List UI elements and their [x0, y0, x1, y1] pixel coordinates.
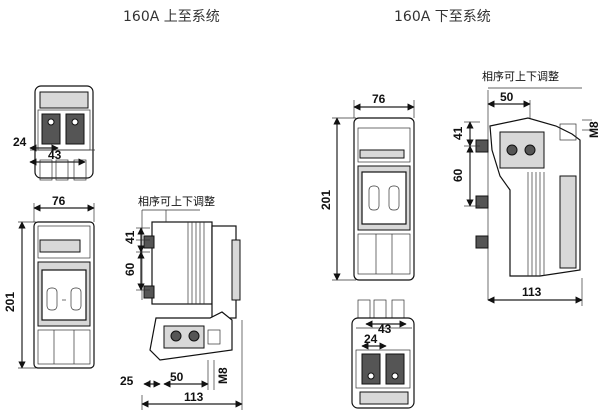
right-front-dim-76: 76: [372, 92, 386, 106]
right-side-dim-50: 50: [500, 90, 514, 104]
left-side-dim-60: 60: [123, 262, 137, 276]
left-side-view: [136, 209, 243, 410]
right-bottom-dim-24: 24: [364, 332, 378, 346]
left-side-dim-113: 113: [184, 390, 204, 404]
right-side-dim-m8: M8: [587, 121, 601, 138]
right-side-dim-113: 113: [522, 285, 542, 299]
left-front-dim-201: 201: [3, 292, 17, 312]
left-side-dim-50: 50: [170, 370, 184, 384]
left-top-dim-24: 24: [13, 135, 27, 149]
left-side-adjust-label: 相序可上下调整: [138, 194, 215, 208]
left-top-dim-43: 43: [48, 148, 62, 162]
header-right-system: 160A 下至系统: [394, 9, 491, 25]
right-front-dim-201: 201: [319, 190, 333, 210]
left-side-dim-25: 25: [120, 374, 134, 388]
left-side-dim-41: 41: [123, 230, 137, 244]
header-left-system: 160A 上至系统: [123, 9, 220, 25]
left-front-view: [18, 203, 95, 369]
left-side-dim-m8: M8: [216, 367, 230, 384]
right-side-view: [464, 87, 592, 306]
right-side-dim-60: 60: [451, 168, 465, 182]
left-front-dim-76: 76: [52, 194, 66, 208]
right-bottom-view: [351, 299, 415, 409]
right-front-view: [332, 100, 415, 281]
left-top-view: [29, 85, 95, 181]
right-side-adjust-label: 相序可上下调整: [482, 69, 559, 83]
right-bottom-dim-43: 43: [378, 322, 392, 336]
right-side-dim-41: 41: [451, 126, 465, 140]
